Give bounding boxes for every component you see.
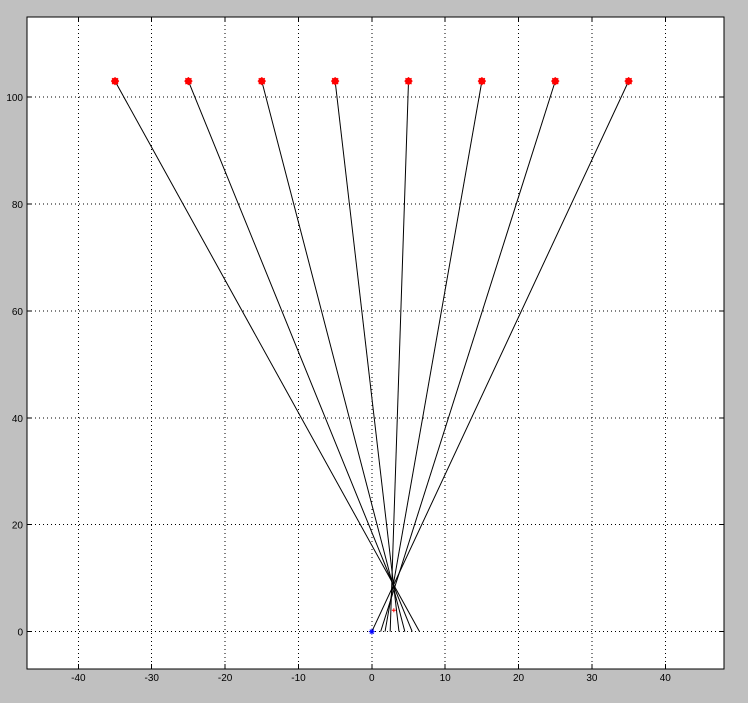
series-line-3: [261, 81, 406, 632]
red-marker-star: [404, 77, 413, 86]
red-marker-5: [404, 77, 413, 86]
y-tick-label: 20: [12, 521, 24, 532]
x-tick-label: 20: [513, 673, 525, 684]
series-line-7: [380, 80, 556, 632]
series-line-1: [114, 80, 420, 632]
red-marker-4: [331, 77, 340, 86]
red-marker-star: [551, 77, 560, 86]
series-line-2: [187, 80, 413, 632]
x-tick-label: -20: [218, 673, 233, 684]
y-tick-label: 60: [12, 307, 24, 318]
x-tick-label: -10: [291, 673, 306, 684]
series-line-8: [371, 80, 630, 632]
y-tick-label: 0: [17, 628, 23, 639]
red-marker-1: [111, 77, 120, 86]
red-marker-star: [477, 77, 486, 86]
red-marker-8: [624, 77, 633, 86]
origin-marker: [368, 628, 375, 635]
y-tick-label: 100: [6, 93, 23, 104]
red-marker-7: [551, 77, 560, 86]
red-marker-star: [111, 77, 120, 86]
series-line-6: [384, 81, 483, 632]
red-marker-star: [331, 77, 340, 86]
x-tick-label: 0: [369, 673, 375, 684]
red-marker-star: [624, 77, 633, 86]
series-line-5: [389, 81, 410, 632]
y-tick-label: 40: [12, 414, 24, 425]
red-marker-star: [184, 77, 193, 86]
red-marker-6: [477, 77, 486, 86]
x-tick-label: 30: [586, 673, 598, 684]
red-marker-2: [184, 77, 193, 86]
axes-frame: [26, 16, 725, 670]
red-marker-star: [257, 77, 266, 86]
y-tick-label: 80: [12, 200, 24, 211]
series-line-4: [334, 81, 400, 632]
x-tick-label: -40: [71, 673, 86, 684]
small-red-marker: [391, 608, 396, 613]
plot-area: [27, 17, 724, 669]
x-tick-label: -30: [144, 673, 159, 684]
x-tick-label: 40: [660, 673, 672, 684]
red-marker-3: [257, 77, 266, 86]
x-tick-label: 10: [440, 673, 452, 684]
